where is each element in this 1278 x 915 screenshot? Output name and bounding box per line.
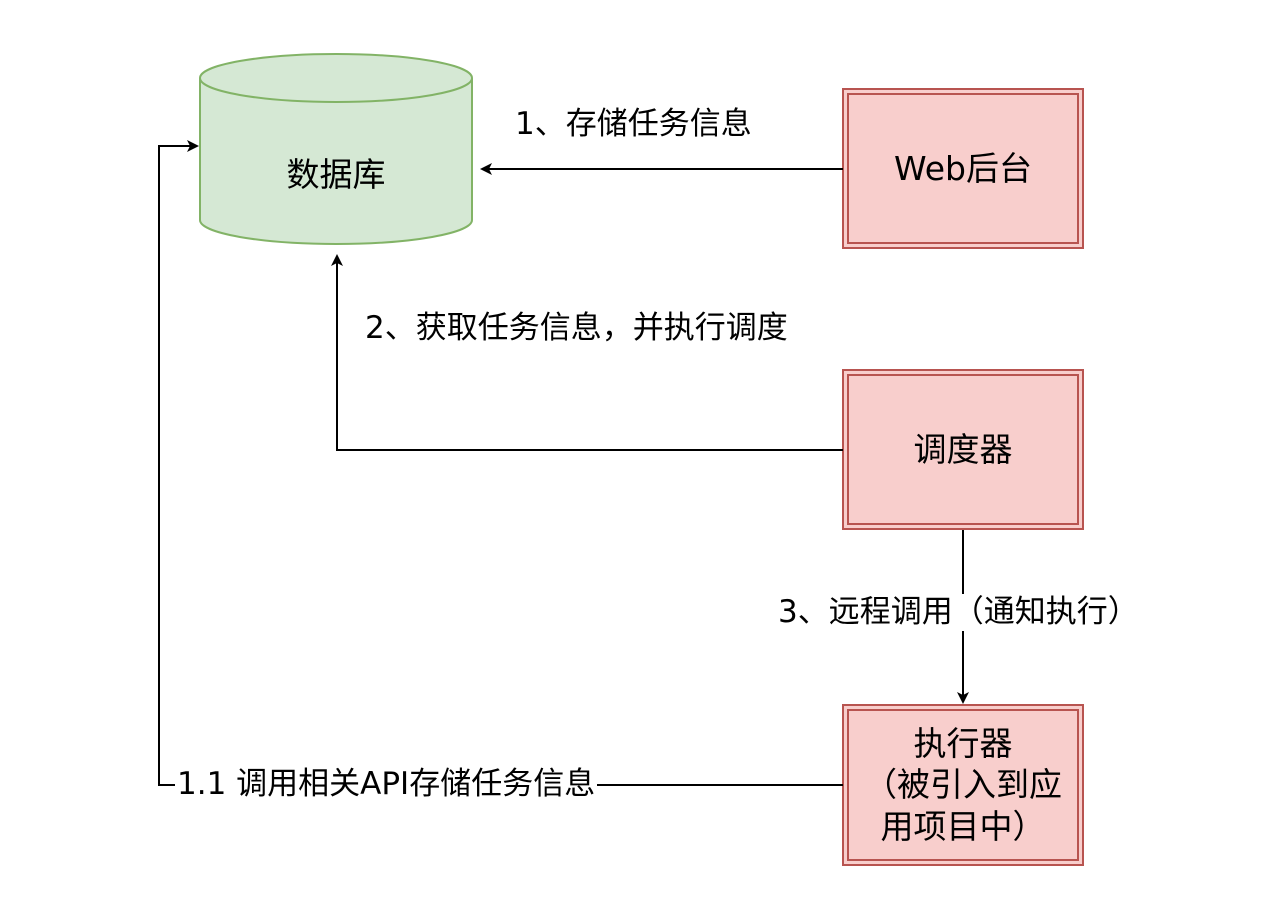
executor-label-line-2: （被引入到应 bbox=[864, 765, 1062, 805]
edge-label-store-task: 1、存储任务信息 bbox=[515, 106, 752, 142]
edge-fetch-schedule bbox=[331, 254, 843, 451]
edge-label-remote-call: 3、远程调用（通知执行） bbox=[776, 594, 1141, 632]
scheduler-label: 调度器 bbox=[913, 429, 1013, 469]
database-label: 数据库 bbox=[286, 155, 386, 195]
executor-label: 执行器 （被引入到应 用项目中） bbox=[843, 705, 1083, 865]
edge-api-store bbox=[158, 140, 843, 786]
executor-box[interactable] bbox=[842, 704, 1084, 866]
database-cylinder[interactable] bbox=[199, 53, 473, 245]
edge-label-api-store: 1.1 调用相关API存储任务信息 bbox=[175, 766, 598, 804]
scheduler-box[interactable] bbox=[842, 369, 1084, 530]
web-backend-label: Web后台 bbox=[894, 148, 1032, 188]
executor-label-line-1: 执行器 bbox=[913, 724, 1013, 764]
edge-label-fetch-schedule: 2、获取任务信息，并执行调度 bbox=[365, 310, 788, 346]
web-backend-box[interactable] bbox=[842, 88, 1084, 249]
executor-label-line-3: 用项目中） bbox=[880, 806, 1046, 846]
